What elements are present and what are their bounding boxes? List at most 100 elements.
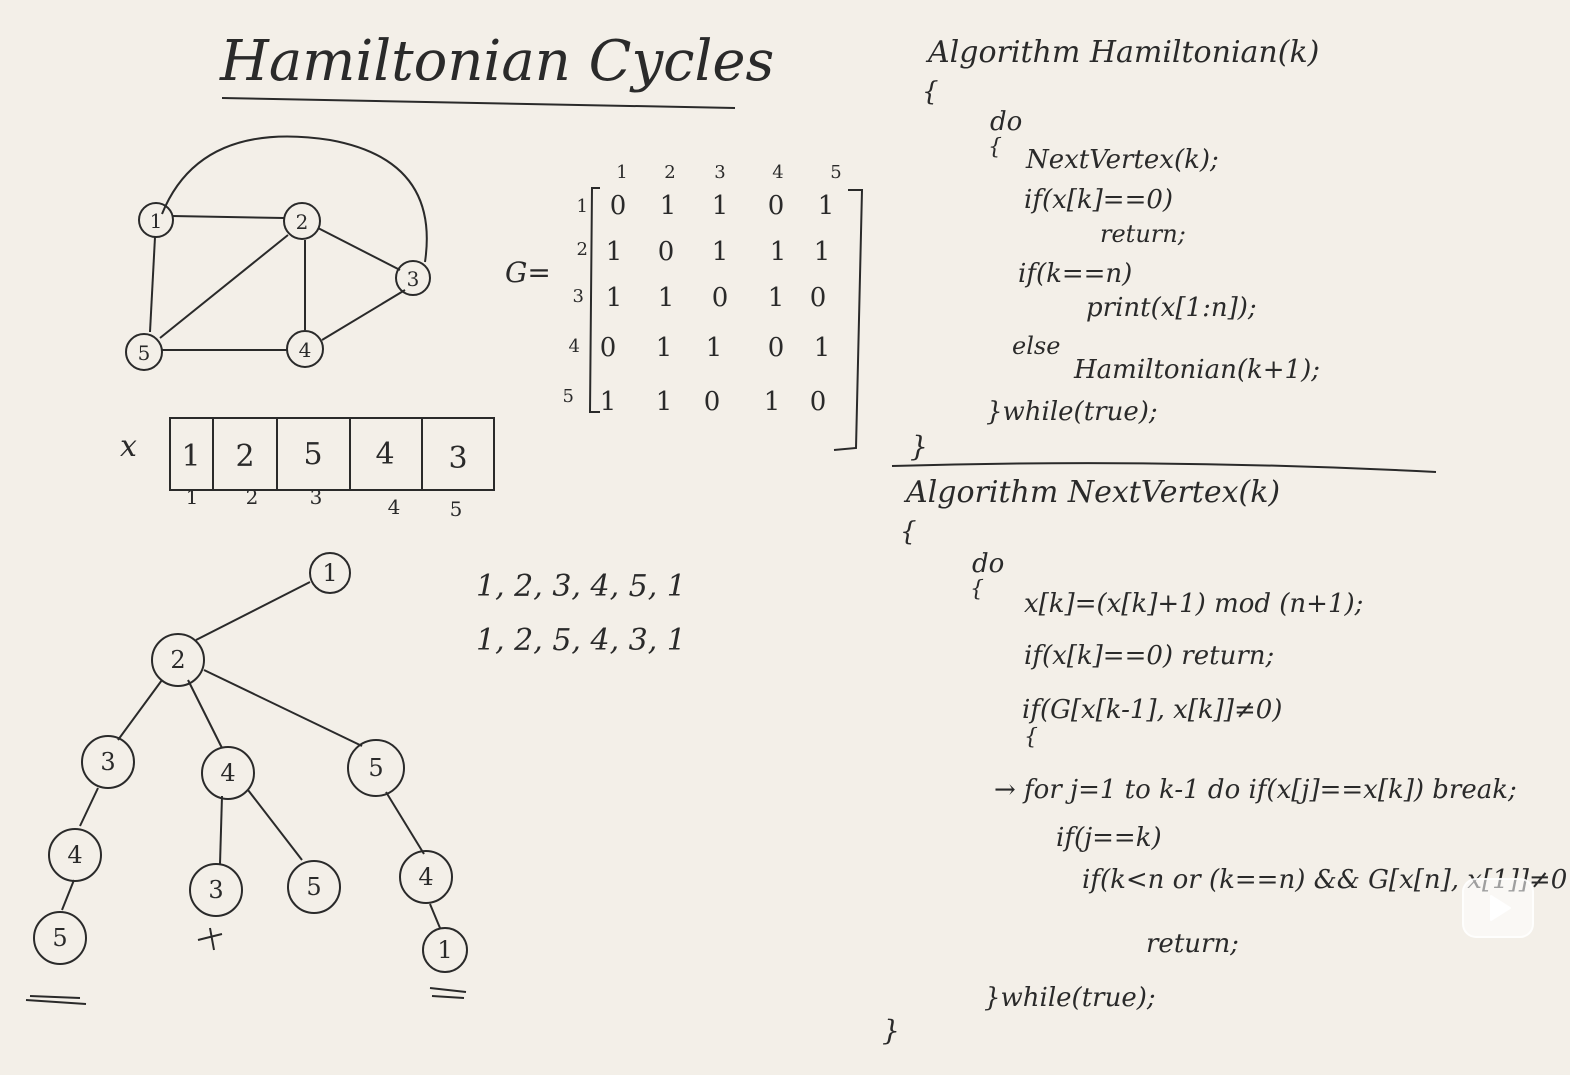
matrix-cell: 1 (600, 387, 617, 417)
matrix-row-headers: 1 2 3 4 5 (563, 196, 588, 407)
x-array-value: 3 (448, 441, 467, 476)
code-line: → for j=1 to k-1 do if(x[j]==x[k]) break… (994, 775, 1517, 805)
algorithm-nextvertex-header: Algorithm NextVertex(k) (903, 475, 1280, 510)
code-line: do (990, 107, 1022, 137)
tree-node-level4-label: 4 (67, 841, 82, 869)
code-line: } (910, 430, 928, 463)
matrix-cell: 0 (810, 283, 827, 313)
matrix-right-bracket (833, 189, 864, 451)
code-line: NextVertex(k); (1025, 145, 1219, 175)
matrix-col-header: 2 (664, 162, 675, 183)
code-line: x[k]=(x[k]+1) mod (n+1); (1024, 589, 1363, 619)
matrix-cell: 1 (658, 283, 675, 313)
matrix-row-header: 2 (577, 239, 588, 260)
matrix-cell: 1 (712, 191, 729, 221)
x-array-values: 1 2 5 4 3 (181, 437, 467, 476)
matrix-cell: 1 (656, 387, 673, 417)
graph-node-5 (125, 333, 163, 371)
x-array-index: 5 (450, 497, 463, 521)
tree-node-level4-d (399, 850, 453, 904)
matrix-cell: 1 (656, 333, 673, 363)
algorithm-divider (891, 462, 1437, 473)
tree-node-level5-b (422, 927, 468, 973)
tree-node-level4-c (287, 860, 341, 914)
matrix-cell: 1 (814, 237, 831, 267)
success-mark-a (25, 995, 87, 1005)
matrix-cell: 0 (810, 387, 827, 417)
graph-node-1-label: 1 (150, 209, 163, 233)
code-line: }while(true); (986, 397, 1158, 427)
cycle-sequence: 1, 2, 3, 4, 5, 1 (476, 569, 686, 604)
code-line: if(G[x[k-1], x[k]]≠0) (1022, 695, 1282, 725)
cycle-sequence: 1, 2, 5, 4, 3, 1 (476, 623, 686, 658)
code-line: if(x[k]==0) (1024, 185, 1173, 215)
code-line: { (1024, 725, 1038, 750)
matrix-cell: 1 (814, 333, 831, 363)
tree-node-level3-label: 4 (220, 759, 235, 787)
code-line: if(k==n) (1018, 259, 1132, 289)
matrix-cell: 0 (610, 191, 627, 221)
x-array-value: 1 (181, 439, 200, 474)
code-line: { (900, 517, 917, 547)
x-array-value: 2 (235, 439, 254, 474)
graph-node-2 (283, 202, 321, 240)
code-line: Hamiltonian(k+1); (1073, 355, 1320, 385)
x-array-index: 4 (388, 495, 401, 519)
title-underline (221, 97, 736, 109)
success-mark-b (429, 987, 467, 999)
code-line: return; (1146, 929, 1239, 959)
matrix-cell: 1 (606, 237, 623, 267)
matrix-cell: 0 (600, 333, 617, 363)
tree-node-level3-b (201, 746, 255, 800)
matrix-row-header: 3 (573, 286, 584, 307)
matrix-cell: 1 (764, 387, 781, 417)
algorithm-hamiltonian-header: Algorithm Hamiltonian(k) (925, 35, 1319, 70)
code-line: do (972, 549, 1004, 579)
graph-node-4 (286, 330, 324, 368)
matrix-column-headers: 1 2 3 4 5 (616, 162, 841, 183)
tree-node-level4-label: 3 (208, 876, 223, 904)
graph-node-3 (395, 260, 431, 296)
code-line: } (882, 1014, 900, 1047)
matrix-col-header: 4 (772, 162, 783, 183)
graph-node-5-label: 5 (138, 341, 151, 365)
matrix-row-header: 1 (577, 196, 588, 217)
tree-node-level3-a (81, 735, 135, 789)
tree-node-root (309, 552, 351, 594)
code-line: }while(true); (984, 983, 1156, 1013)
tree-node-level4-a (48, 828, 102, 882)
x-array-indices: 1 2 3 4 5 (186, 485, 463, 521)
matrix-cell: 0 (658, 237, 675, 267)
matrix-cell: 0 (768, 191, 785, 221)
tree-node-level5-label: 5 (52, 924, 67, 952)
x-array-value: 5 (303, 437, 322, 472)
matrix-cell: 1 (768, 283, 785, 313)
tree-node-level3-label: 5 (368, 754, 383, 782)
tree-labels: 1 2 3 4 5 4 3 5 4 5 1 (52, 559, 452, 964)
tree-node-level2 (151, 633, 205, 687)
code-line: else (1012, 332, 1060, 360)
matrix-cell: 0 (712, 283, 729, 313)
code-line: { (970, 577, 984, 602)
code-line: print(x[1:n]); (1086, 293, 1257, 323)
matrix-cell: 1 (818, 191, 835, 221)
code-line: if(x[k]==0) return; (1024, 641, 1274, 671)
algorithm-nextvertex: Algorithm NextVertex(k) { do { x[k]=(x[k… (882, 475, 1567, 1047)
play-button[interactable] (1462, 878, 1534, 938)
matrix-left-bracket (588, 187, 600, 413)
matrix-col-header: 3 (714, 162, 725, 183)
algorithm-hamiltonian: Algorithm Hamiltonian(k) { do { NextVert… (910, 35, 1320, 463)
page-title: Hamiltonian Cycles (219, 29, 774, 94)
graph-node-2-label: 2 (296, 210, 309, 234)
tree-node-root-label: 1 (322, 559, 337, 587)
matrix-cell: 1 (660, 191, 677, 221)
matrix-cell: 1 (706, 333, 723, 363)
matrix-label: G= (505, 256, 551, 289)
code-line: { (922, 77, 939, 107)
x-array-index: 3 (310, 485, 323, 509)
tree-node-level4-label: 5 (306, 873, 321, 901)
matrix-cell: 1 (606, 283, 623, 313)
x-array-index: 2 (246, 485, 259, 509)
